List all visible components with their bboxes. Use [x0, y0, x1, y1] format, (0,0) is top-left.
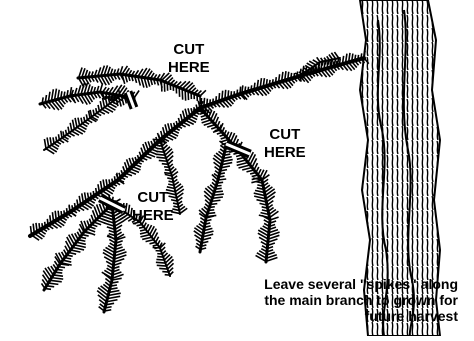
instruction-caption: Leave several "spikes" along the main br… — [264, 276, 458, 324]
cut-mark-top — [128, 92, 134, 108]
caption-line: future harvest — [264, 308, 458, 324]
cut-word: CUT — [132, 189, 174, 207]
sub-branch-top-left — [40, 83, 139, 110]
caption-line: the main branch to grown for — [264, 292, 458, 308]
cut-word: CUT — [264, 126, 306, 144]
cut-word: CUT — [168, 41, 210, 59]
cut-here-label-right: CUT HERE — [264, 126, 306, 162]
sub-branch-right-inner — [194, 141, 234, 252]
cut-here-label-lower: CUT HERE — [132, 189, 174, 225]
here-word: HERE — [264, 144, 306, 162]
here-word: HERE — [168, 59, 210, 77]
here-word: HERE — [132, 207, 174, 225]
cut-here-label-top: CUT HERE — [168, 41, 210, 77]
caption-line: Leave several "spikes" along — [264, 276, 458, 292]
branch-group — [30, 51, 369, 312]
